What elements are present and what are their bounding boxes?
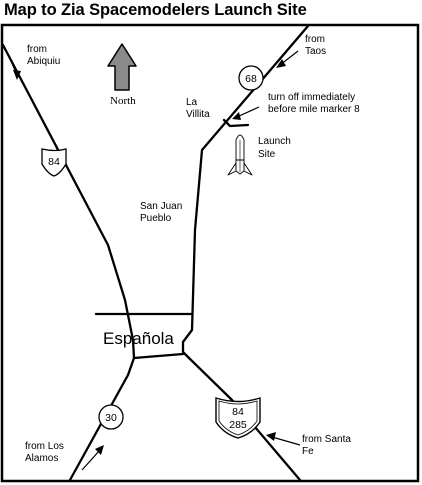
- espanola-label: Española: [103, 329, 174, 348]
- route-shield-icon: [215, 397, 261, 439]
- taos-label-1: from: [305, 34, 325, 45]
- route-68-marker: 68: [238, 65, 264, 91]
- los-alamos-label-2: Alamos: [25, 453, 58, 464]
- la-villita-label-2: Villita: [186, 109, 210, 120]
- rocket-icon: [227, 134, 253, 176]
- north-label: North: [110, 95, 136, 107]
- route-68-label: 68: [245, 73, 257, 85]
- san-juan-label-2: Pueblo: [140, 213, 172, 224]
- launch-site-label-1: Launch: [258, 136, 291, 147]
- route-shield-icon: [98, 404, 124, 430]
- road-espanola-loop: [132, 352, 185, 360]
- route-84-285-marker: 84 285: [215, 397, 261, 439]
- note-arrow-icon: [236, 106, 260, 118]
- la-villita-label-1: La: [186, 97, 198, 108]
- route-30-label: 30: [105, 412, 117, 424]
- santa-fe-arrow-icon: [271, 436, 301, 446]
- route-30-marker: 30: [98, 404, 124, 430]
- map-frame: [0, 23, 420, 483]
- launch-site-label-2: Site: [258, 149, 276, 160]
- taos-label-2: Taos: [305, 46, 326, 57]
- route-84-north-label: 84: [48, 156, 60, 168]
- route-84-south-label: 84: [232, 406, 244, 418]
- route-84-north-marker: 84: [41, 148, 67, 177]
- turnoff-note-1: turn off immediately: [268, 92, 355, 103]
- road-84-north: [1, 43, 136, 360]
- turnoff-note-2: before mile marker 8: [268, 104, 360, 115]
- roads: [1, 24, 310, 482]
- road-68: [181, 24, 310, 360]
- san-juan-label-1: San Juan: [140, 201, 182, 212]
- santa-fe-label-1: from Santa: [302, 434, 351, 445]
- route-shield-icon: [41, 148, 67, 177]
- road-84-south: [187, 356, 302, 482]
- route-285-label: 285: [229, 419, 247, 431]
- los-alamos-arrow-icon: [81, 449, 101, 471]
- road-30: [68, 356, 136, 482]
- page-title: Map to Zia Spacemodelers Launch Site: [4, 1, 307, 19]
- route-shield-icon: [238, 65, 264, 91]
- north-arrow-icon: [107, 43, 137, 91]
- santa-fe-label-2: Fe: [302, 446, 314, 457]
- road-launch-spur: [222, 118, 250, 128]
- abiquiu-label-2: Abiquiu: [27, 56, 60, 67]
- los-alamos-label-1: from Los: [25, 441, 64, 452]
- abiquiu-label-1: from: [27, 44, 47, 55]
- direction-arrows: [7, 50, 301, 471]
